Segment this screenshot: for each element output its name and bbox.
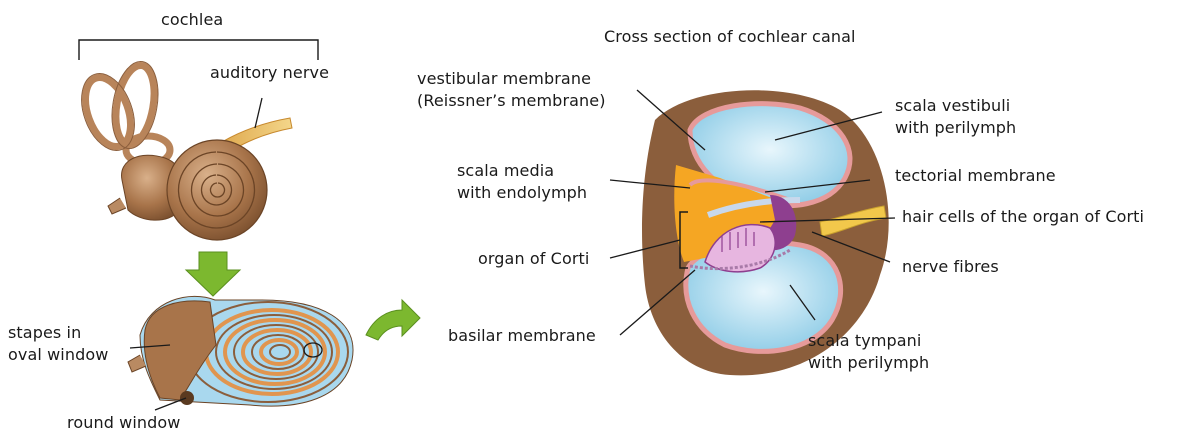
curved-arrow-icon [366,300,420,340]
hair-cells-label: hair cells of the organ of Corti [902,206,1144,228]
basilar-membrane-label: basilar membrane [448,325,596,347]
cochlea-shell [167,140,267,240]
round-window-label: round window [67,412,180,434]
auditory-nerve-label: auditory nerve [210,62,329,84]
cochlea-bracket [79,40,318,60]
scala-tympani-label: scala tympani with perilymph [808,330,929,374]
vestibular-label-line1: vestibular membrane [417,68,606,90]
down-arrow-icon [186,252,240,296]
tectorial-membrane-label: tectorial membrane [895,165,1056,187]
scala-media-label: scala media with endolymph [457,160,587,204]
stapes-label: stapes in oval window [8,322,108,366]
scala-media-line2: with endolymph [457,182,587,204]
scala-vestibuli-line2: with perilymph [895,117,1016,139]
scala-vestibuli-line1: scala vestibuli [895,95,1016,117]
scala-media-line1: scala media [457,160,587,182]
organ-of-corti-label: organ of Corti [478,248,589,270]
stapes-label-line2: oval window [8,344,108,366]
scala-vestibuli-label: scala vestibuli with perilymph [895,95,1016,139]
nerve-fibres-label: nerve fibres [902,256,999,278]
cross-section-title: Cross section of cochlear canal [604,26,856,48]
scala-tympani-line2: with perilymph [808,352,929,374]
scala-tympani-line1: scala tympani [808,330,929,352]
stapes-label-line1: stapes in [8,322,108,344]
vestibular-label-line2: (Reissner’s membrane) [417,90,606,112]
unrolled-cochlea [128,296,353,406]
vestibular-membrane-label: vestibular membrane (Reissner’s membrane… [417,68,606,112]
cochlea-label: cochlea [161,9,223,31]
